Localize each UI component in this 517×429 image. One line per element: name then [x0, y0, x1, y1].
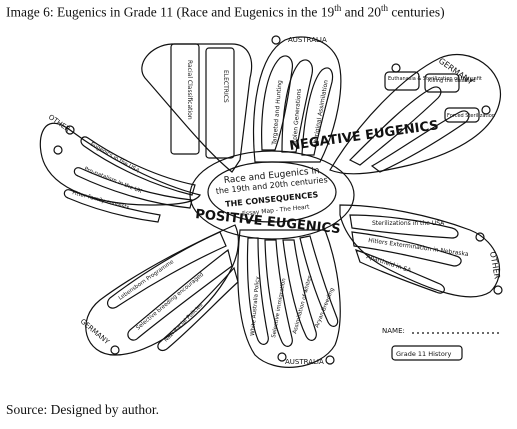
item-australia-bottom-1: White Australia Policy: [250, 275, 261, 336]
item-top-left-2: ELECTRICS: [222, 70, 229, 103]
label-australia-bottom: AUSTRALIA: [285, 358, 324, 366]
item-germany-2: Killing the disabled: [428, 78, 476, 84]
label-australia-top: AUSTRALIA: [288, 36, 327, 44]
petal-germany: [329, 53, 502, 175]
item-germany-1: Euthanasia & Sterilization of the unfit: [388, 76, 482, 82]
item-other-right-1: Sterilizations in the USA: [372, 220, 445, 227]
petal-other-right: [339, 204, 500, 298]
item-germany-3: Forced Sterilization: [447, 113, 495, 119]
petal-germany-left: [85, 224, 239, 356]
item-australia-top-2: Stolen Generations: [291, 88, 303, 146]
petal-australia-bottom: [237, 229, 341, 368]
box-racial-classification: [170, 43, 200, 155]
grade-label: Grade 11 History: [396, 350, 451, 358]
petal-australia-top: [253, 36, 342, 163]
item-germany-left-3: Nazi Racial Policies: [163, 302, 204, 343]
item-top-left-1: Racial Classification: [186, 60, 193, 120]
petal-top-left: [141, 43, 253, 173]
center-ellipse-inner: [207, 161, 337, 223]
center-ellipse-outer: [189, 150, 355, 240]
label-germany-left: GERMANY: [79, 317, 112, 346]
box-electrics: [205, 47, 235, 159]
name-label: NAME:: [382, 327, 405, 335]
figure-caption: Image 6: Eugenics in Grade 11 (Race and …: [6, 3, 445, 20]
item-other-right-2: Hitlers Extermination in Nebraska: [368, 237, 470, 258]
item-other-left-1: Eugenics in the USA: [89, 142, 140, 175]
item-other-right-3: Apartheid in SA: [365, 253, 412, 274]
source-note: Source: Designed by author.: [6, 402, 159, 417]
petal-other-left: [39, 122, 201, 206]
label-other-right: OTHER: [488, 251, 502, 280]
item-germany-left-1: Lebensborn Programme: [118, 259, 176, 302]
negative-eugenics-label: NEGATIVE EUGENICS: [288, 118, 439, 154]
